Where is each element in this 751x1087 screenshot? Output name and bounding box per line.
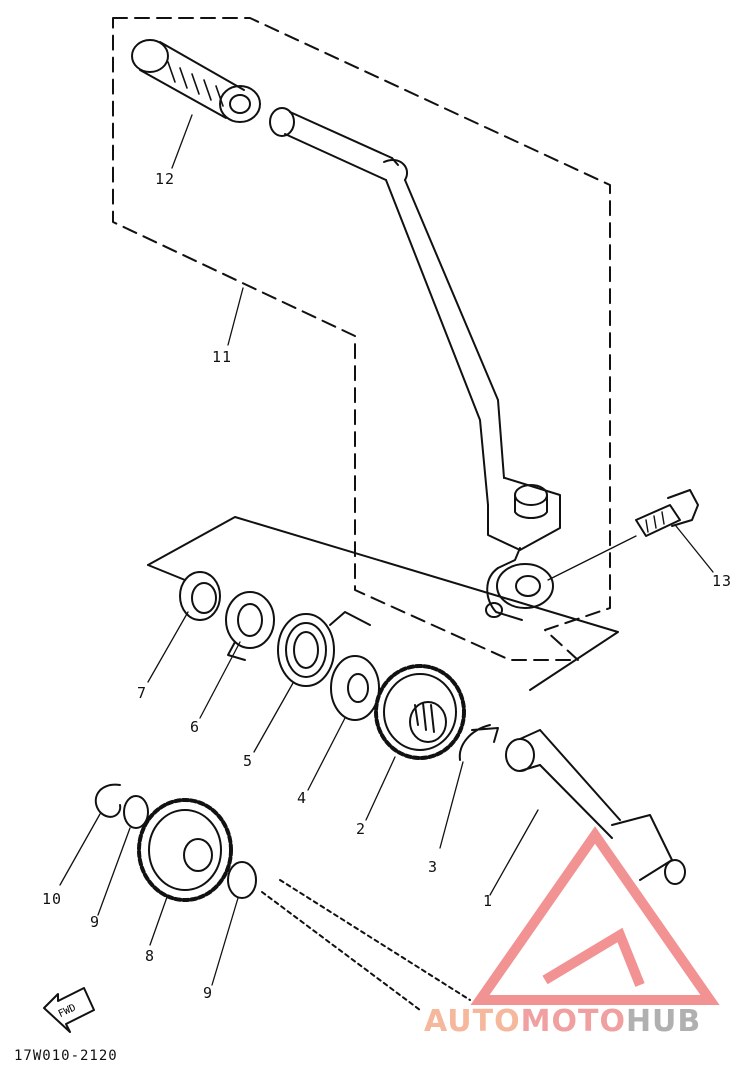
part-label-13: 13 bbox=[712, 572, 733, 590]
leader-7 bbox=[147, 611, 189, 683]
oil-seal bbox=[179, 571, 221, 621]
part-label-4: 4 bbox=[297, 789, 308, 807]
torsion-spring bbox=[277, 611, 371, 687]
leader-9b bbox=[211, 897, 239, 986]
part-label-8: 8 bbox=[145, 947, 156, 965]
leader-8 bbox=[149, 896, 168, 946]
leader-10 bbox=[59, 813, 101, 886]
watermark-text: AUTOMOTOHUB bbox=[424, 1004, 701, 1039]
leader-6 bbox=[199, 641, 241, 719]
diagram-code: 17W010-2120 bbox=[14, 1048, 118, 1064]
part-label-5: 5 bbox=[243, 752, 254, 770]
part-label-9b: 9 bbox=[203, 984, 214, 1002]
bush bbox=[225, 591, 275, 661]
kick-lever bbox=[269, 107, 561, 621]
fwd-arrow bbox=[43, 987, 95, 1033]
leader-5 bbox=[253, 682, 294, 753]
leader-9a bbox=[97, 827, 131, 916]
watermark-hub: HUB bbox=[625, 1004, 702, 1039]
idle-gear bbox=[137, 798, 233, 902]
part-label-3: 3 bbox=[428, 858, 439, 876]
clip bbox=[94, 783, 122, 818]
kick-gear bbox=[374, 664, 466, 760]
part-label-1: 1 bbox=[483, 892, 494, 910]
part-label-7: 7 bbox=[137, 684, 148, 702]
part-label-12: 12 bbox=[155, 170, 176, 188]
fwd-label: FWD bbox=[57, 1002, 78, 1020]
part-label-2: 2 bbox=[356, 820, 367, 838]
leader-1 bbox=[489, 809, 539, 896]
washer-upper bbox=[123, 795, 149, 829]
watermark-logo bbox=[470, 826, 720, 1005]
part-label-9a: 9 bbox=[90, 913, 101, 931]
group-bracket bbox=[147, 516, 619, 691]
leader-3 bbox=[439, 761, 464, 849]
watermark-moto: MOTO bbox=[520, 1004, 626, 1039]
bolt bbox=[547, 489, 699, 581]
part-label-11: 11 bbox=[212, 348, 233, 366]
shaft-outline bbox=[261, 879, 471, 1011]
group-11-dashed-outline bbox=[112, 17, 611, 661]
leader-13 bbox=[675, 525, 714, 573]
watermark-auto: AUTO bbox=[424, 1004, 521, 1039]
leader-11 bbox=[227, 287, 244, 346]
spring-washer bbox=[330, 655, 380, 721]
grip bbox=[131, 39, 261, 123]
leader-2 bbox=[365, 756, 396, 821]
group-bracket-left bbox=[147, 564, 186, 581]
washer-lower bbox=[227, 861, 257, 899]
kick-axle bbox=[505, 729, 686, 885]
leader-12 bbox=[171, 114, 193, 169]
circlip bbox=[458, 724, 499, 761]
part-label-10: 10 bbox=[42, 890, 63, 908]
leader-4 bbox=[307, 717, 346, 791]
part-label-6: 6 bbox=[190, 718, 201, 736]
